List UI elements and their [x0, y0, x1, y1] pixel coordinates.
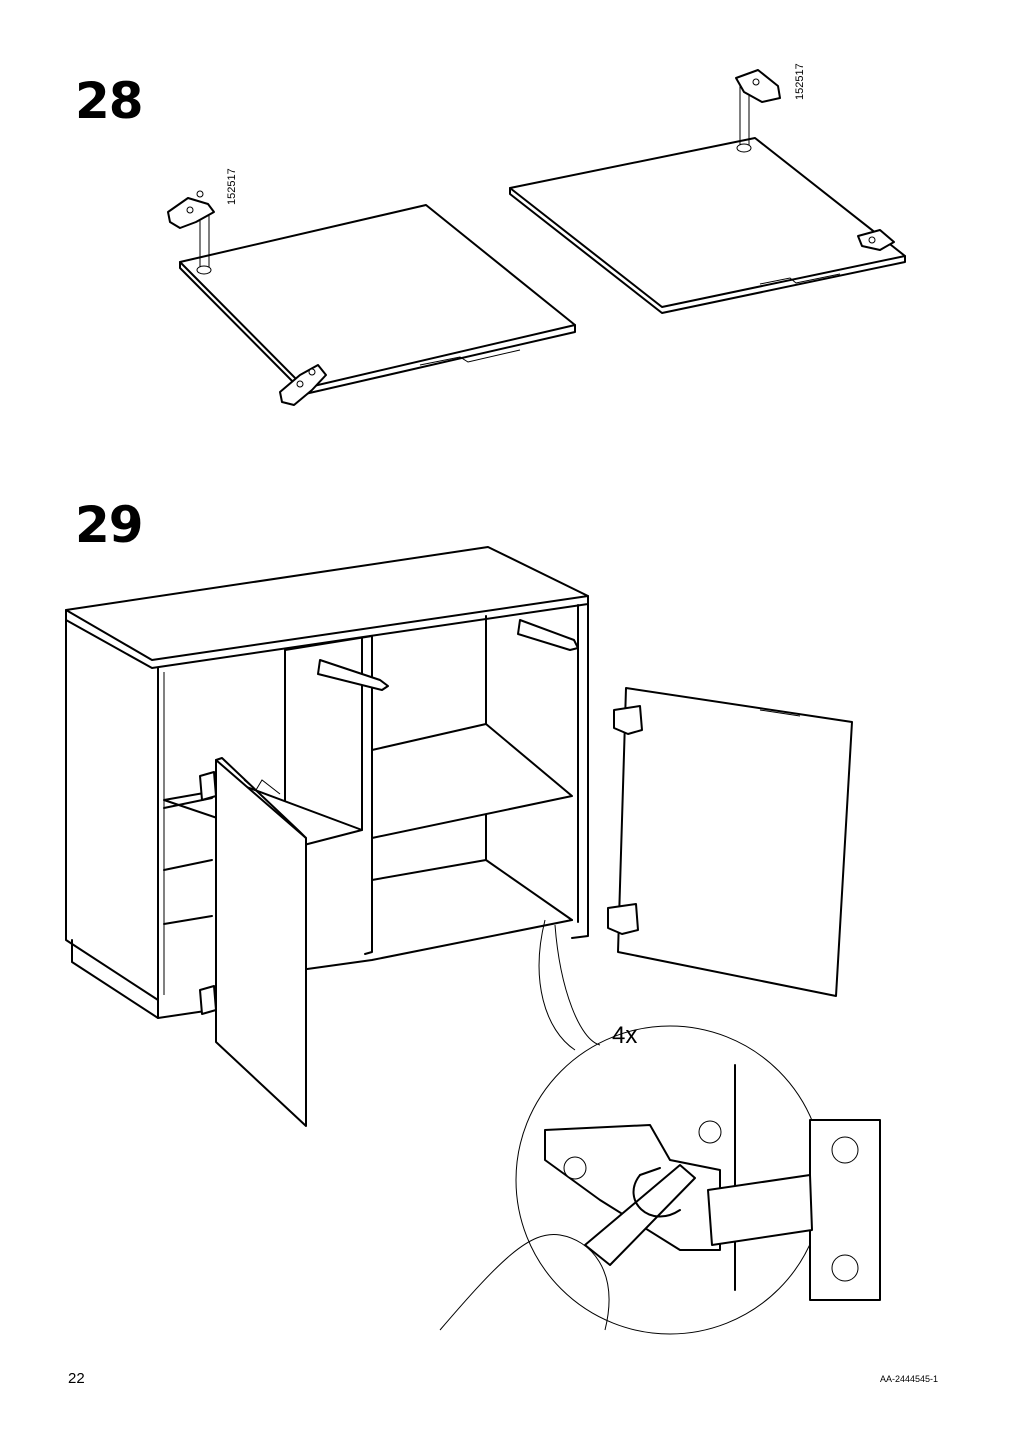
hinge-with-screw-rod-left-top	[167, 190, 215, 275]
rotate-clockwise-icon	[632, 1167, 681, 1218]
step-number-28: 28	[75, 72, 144, 130]
cabinet-frame	[65, 546, 589, 1019]
detail-leader-lines	[538, 919, 601, 1051]
hinge-left-bottom	[279, 364, 327, 406]
hinge-right-side	[857, 229, 895, 251]
mounted-hinges-left	[199, 771, 217, 1015]
document-code: AA-2444545-1	[880, 1374, 939, 1384]
open-cabinet-door	[215, 757, 307, 1127]
part-label-152517-right: 152517	[794, 63, 806, 100]
part-label-152517-left: 152517	[226, 168, 238, 205]
door-hinges	[607, 705, 643, 935]
door-panel-left	[179, 204, 576, 395]
screwdriver-icon	[439, 1164, 696, 1331]
hinge-with-screw-rod-right-top	[735, 69, 781, 153]
step-number-29: 29	[75, 496, 144, 554]
door-panel-right	[509, 137, 906, 314]
drawer-runners	[317, 619, 579, 691]
page-number: 22	[68, 1370, 85, 1387]
detached-door-panel	[617, 687, 853, 997]
hinge-detail-closeup	[544, 1064, 881, 1301]
